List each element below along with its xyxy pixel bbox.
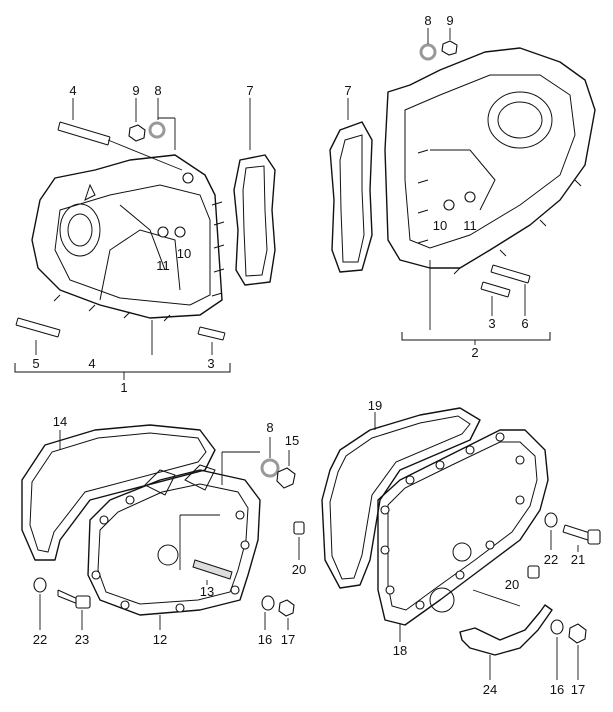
- cover-18: [377, 429, 549, 642]
- gasket-7-top-left: [233, 98, 276, 286]
- cover-12: [87, 464, 261, 630]
- label-tr-11: 11: [463, 218, 477, 233]
- sensor-21: [562, 524, 601, 552]
- washer-22-right: [544, 512, 558, 550]
- label-br-24: 24: [483, 682, 497, 697]
- gasket-7-top-right: [329, 98, 373, 273]
- stud-4: [57, 98, 183, 171]
- label-br-17: 17: [571, 682, 585, 697]
- label-tl-7: 7: [246, 83, 253, 98]
- bracket-24: [459, 604, 553, 680]
- label-2: 2: [471, 345, 478, 360]
- label-bl-14: 14: [53, 414, 67, 429]
- nut-17-right: [568, 623, 587, 680]
- label-tl-4b: 4: [88, 356, 95, 371]
- stud-13: [179, 514, 233, 585]
- label-br-21: 21: [571, 552, 585, 567]
- washer-16-right: [550, 619, 564, 680]
- plug-20-right: [527, 565, 540, 579]
- callout-labels: 4 9 8 7 11 10 5 4 3 1 8 9 7 10 11 3 6 2 …: [32, 13, 585, 697]
- label-bl-13: 13: [200, 584, 214, 599]
- washer-8-top-left: [148, 98, 176, 150]
- gasket-14: [21, 424, 216, 561]
- label-bl-8: 8: [266, 420, 273, 435]
- label-br-22: 22: [544, 552, 558, 567]
- label-tl-10: 10: [177, 246, 191, 261]
- label-tr-9: 9: [446, 13, 453, 28]
- label-bl-15: 15: [285, 433, 299, 448]
- label-tr-3: 3: [488, 316, 495, 331]
- label-br-16: 16: [550, 682, 564, 697]
- studs-5-3: [15, 317, 226, 355]
- washer-22-left: [33, 577, 47, 630]
- label-tl-11: 11: [156, 258, 170, 273]
- label-br-19: 19: [368, 398, 382, 413]
- housing-assembly-1: [31, 154, 225, 322]
- label-tr-7: 7: [344, 83, 351, 98]
- gasket-19: [321, 407, 481, 589]
- label-tr-6: 6: [521, 316, 528, 331]
- label-bl-22: 22: [33, 632, 47, 647]
- nut-9-top-left: [128, 98, 146, 142]
- washer-8-top-right: [419, 28, 437, 61]
- label-tl-9: 9: [132, 83, 139, 98]
- label-tl-5: 5: [32, 356, 39, 371]
- nut-17-left: [278, 599, 295, 630]
- label-bl-12: 12: [153, 632, 167, 647]
- label-bl-20: 20: [292, 562, 306, 577]
- label-tr-10: 10: [433, 218, 447, 233]
- label-bl-16: 16: [258, 632, 272, 647]
- bracket-1: [14, 363, 231, 373]
- label-br-18: 18: [393, 643, 407, 658]
- label-bl-23: 23: [75, 632, 89, 647]
- label-tl-4: 4: [69, 83, 76, 98]
- label-1: 1: [120, 380, 127, 395]
- label-bl-17: 17: [281, 632, 295, 647]
- studs-3-6: [429, 260, 531, 330]
- bracket-2: [401, 332, 551, 341]
- label-br-20: 20: [505, 577, 519, 592]
- label-tl-8: 8: [154, 83, 161, 98]
- sensor-23: [57, 589, 91, 630]
- label-tr-8: 8: [424, 13, 431, 28]
- nut-9-top-right: [441, 28, 458, 56]
- plug-20-left: [293, 521, 305, 560]
- label-tl-3: 3: [207, 356, 214, 371]
- nut-15: [276, 450, 296, 489]
- washer-8-bottom-left: [221, 437, 280, 485]
- washer-16-left: [261, 595, 275, 630]
- housing-assembly-2: [384, 47, 596, 275]
